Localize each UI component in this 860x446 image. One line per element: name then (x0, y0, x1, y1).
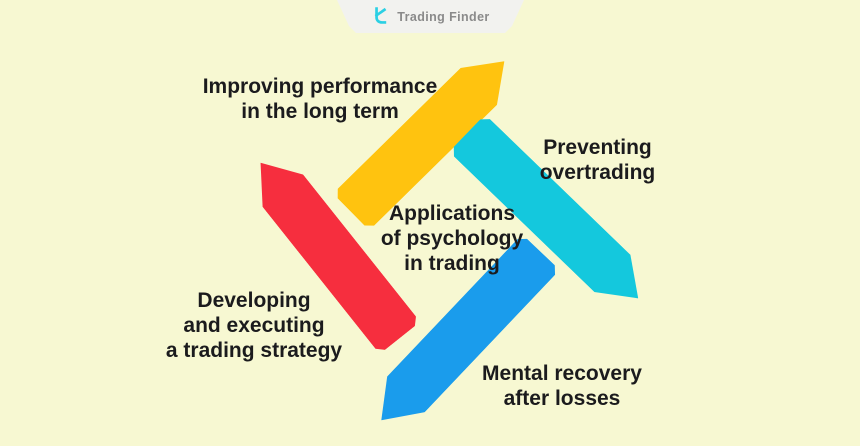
label-mental-recovery: Mental recovery after losses (462, 361, 662, 411)
tradingfinder-logo-icon (371, 6, 390, 27)
label-line: Improving performance (202, 75, 438, 98)
label-center-applications: Applications of psychology in trading (357, 201, 547, 276)
label-line: Applications (388, 202, 515, 225)
brand-banner: Trading Finder (337, 0, 524, 33)
label-line: overtrading (539, 161, 656, 184)
label-line: after losses (503, 387, 621, 410)
label-line: Preventing (543, 136, 652, 159)
brand-name: Trading Finder (397, 9, 490, 24)
label-line: Mental recovery (482, 362, 642, 385)
label-line: Developing (197, 289, 311, 312)
label-line: and executing (183, 314, 325, 337)
label-line: of psychology (380, 227, 524, 250)
label-preventing-overtrading: Preventing overtrading (515, 135, 680, 185)
label-line: in the long term (241, 100, 399, 123)
label-improving-performance: Improving performance in the long term (190, 74, 450, 124)
label-line: a trading strategy (165, 339, 343, 362)
label-developing-strategy: Developing and executing a trading strat… (148, 288, 360, 363)
label-line: in trading (404, 252, 500, 275)
